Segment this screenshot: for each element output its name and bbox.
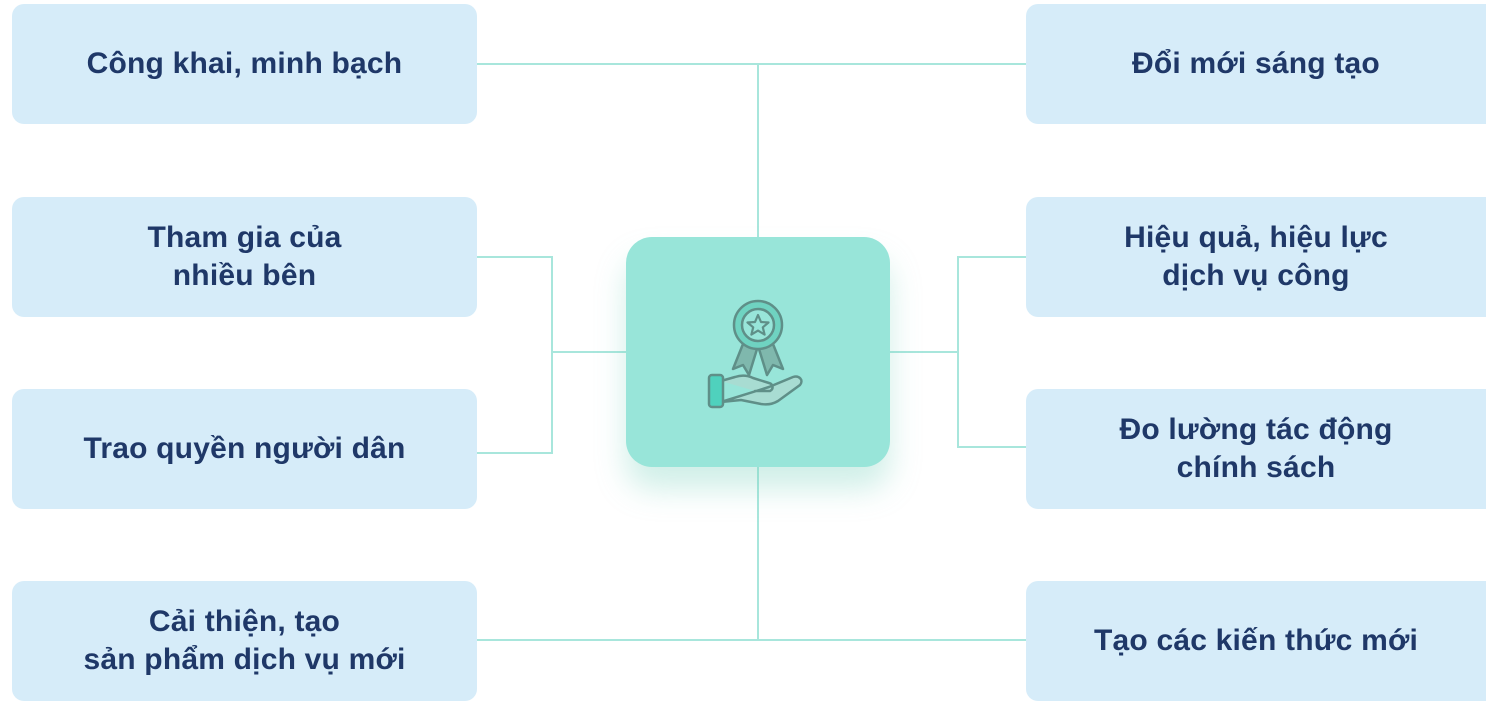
- right-box-1-label: Đổi mới sáng tạo: [1132, 47, 1380, 80]
- left-box-3-label: Trao quyền người dân: [83, 432, 406, 465]
- right-box-2: Hiệu quả, hiệu lực dịch vụ công: [1026, 197, 1486, 317]
- right-box-1: Đổi mới sáng tạo: [1026, 4, 1486, 124]
- right-bracket: [957, 256, 1026, 448]
- left-box-3: Trao quyền người dân: [12, 389, 477, 509]
- right-box-3-label: Đo lường tác động chính sách: [1119, 413, 1393, 484]
- right-box-4-label: Tạo các kiến thức mới: [1093, 624, 1419, 657]
- left-box-2: Tham gia của nhiều bên: [12, 197, 477, 317]
- center-card: [626, 237, 890, 467]
- left-bracket: [477, 256, 553, 454]
- hand-award-medal-icon: [707, 299, 803, 409]
- right-box-4: Tạo các kiến thức mới: [1026, 581, 1486, 701]
- right-box-2-label: Hiệu quả, hiệu lực dịch vụ công: [1124, 221, 1388, 292]
- left-box-4-label: Cải thiện, tạo sản phẩm dịch vụ mới: [83, 605, 406, 676]
- left-box-1: Công khai, minh bạch: [12, 4, 477, 124]
- left-box-4: Cải thiện, tạo sản phẩm dịch vụ mới: [12, 581, 477, 701]
- left-box-2-label: Tham gia của nhiều bên: [147, 221, 342, 292]
- left-box-1-label: Công khai, minh bạch: [86, 47, 403, 80]
- right-box-3: Đo lường tác động chính sách: [1026, 389, 1486, 509]
